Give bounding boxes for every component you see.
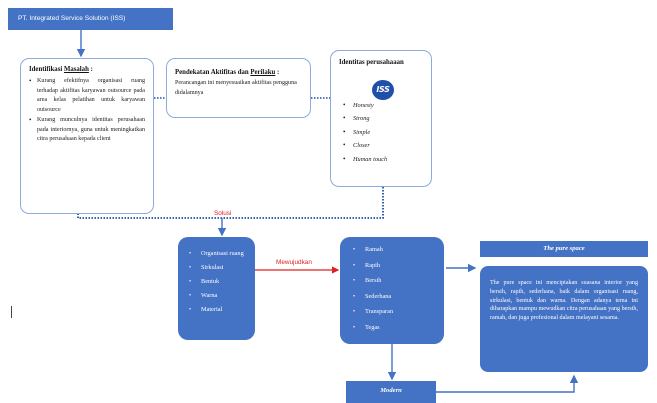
identitas-item: Strong (339, 112, 423, 126)
masalah-item: Kurang munculnya identitas perusahaan pa… (29, 116, 145, 145)
design-qualities-box: Ramah Rapih Bersih Sederhana Transparan … (340, 237, 444, 344)
pendekatan-heading: Pendekatan Aktifitas dan Perilaku : (175, 69, 280, 76)
iss-logo: ISS (372, 80, 394, 100)
company-title: PT. Integrated Service Solution (ISS) (18, 15, 126, 22)
company-title-box: PT. Integrated Service Solution (ISS) (8, 8, 173, 30)
identitas-list: Honesty Strong Simple Closer Human touch (339, 99, 423, 166)
design-element-item: Organisasi ruang (188, 249, 247, 259)
identitas-heading: Identitas perusahaaan (339, 59, 404, 66)
masalah-item: Kurang efektifnya organisasi ruang terha… (29, 77, 145, 116)
pendekatan-body: Perancangan ini menyesuaikan aktifitas p… (175, 80, 297, 96)
design-qualities-list: Ramah Rapih Bersih Sederhana Transparan … (352, 245, 436, 333)
design-element-item: Bentuk (188, 277, 247, 287)
identitas-perusahaan-box: Identitas perusahaaan Honesty Strong Sim… (330, 50, 432, 187)
design-element-item: Material (188, 305, 247, 315)
arrow-modern-to-purespace (436, 374, 579, 393)
design-quality-item: Bersih (352, 276, 436, 286)
design-quality-item: Transparan (352, 307, 436, 317)
identitas-item: Closer (339, 139, 423, 153)
design-elements-list: Organisasi ruang Sirkulasi Bentuk Warna … (188, 249, 247, 315)
text-cursor (11, 306, 12, 318)
solusi-label: Solusi (214, 210, 232, 217)
pure-space-description: The pure space ini menciptakan suasana i… (480, 266, 648, 372)
modern-box: Modern (346, 381, 436, 403)
identitas-item: Simple (339, 126, 423, 140)
identitas-item: Honesty (339, 99, 423, 113)
mewujudkan-label: Mewujudkan (276, 259, 312, 266)
identifikasi-heading: Identifikasi Masalah : (29, 66, 93, 73)
design-quality-item: Tegas (352, 323, 436, 333)
design-quality-item: Sederhana (352, 292, 436, 302)
design-elements-box: Organisasi ruang Sirkulasi Bentuk Warna … (178, 237, 255, 340)
pendekatan-box: Pendekatan Aktifitas dan Perilaku : Pera… (166, 58, 311, 118)
masalah-list: Kurang efektifnya organisasi ruang terha… (29, 77, 145, 145)
design-element-item: Warna (188, 291, 247, 301)
design-quality-item: Ramah (352, 245, 436, 255)
design-quality-item: Rapih (352, 261, 436, 271)
design-element-item: Sirkulasi (188, 263, 247, 273)
dotted-identitas-down (77, 187, 384, 219)
identitas-item: Human touch (339, 153, 423, 167)
identifikasi-masalah-box: Identifikasi Masalah : Kurang efektifnya… (20, 58, 154, 214)
pure-space-title: The pure space (480, 241, 648, 257)
